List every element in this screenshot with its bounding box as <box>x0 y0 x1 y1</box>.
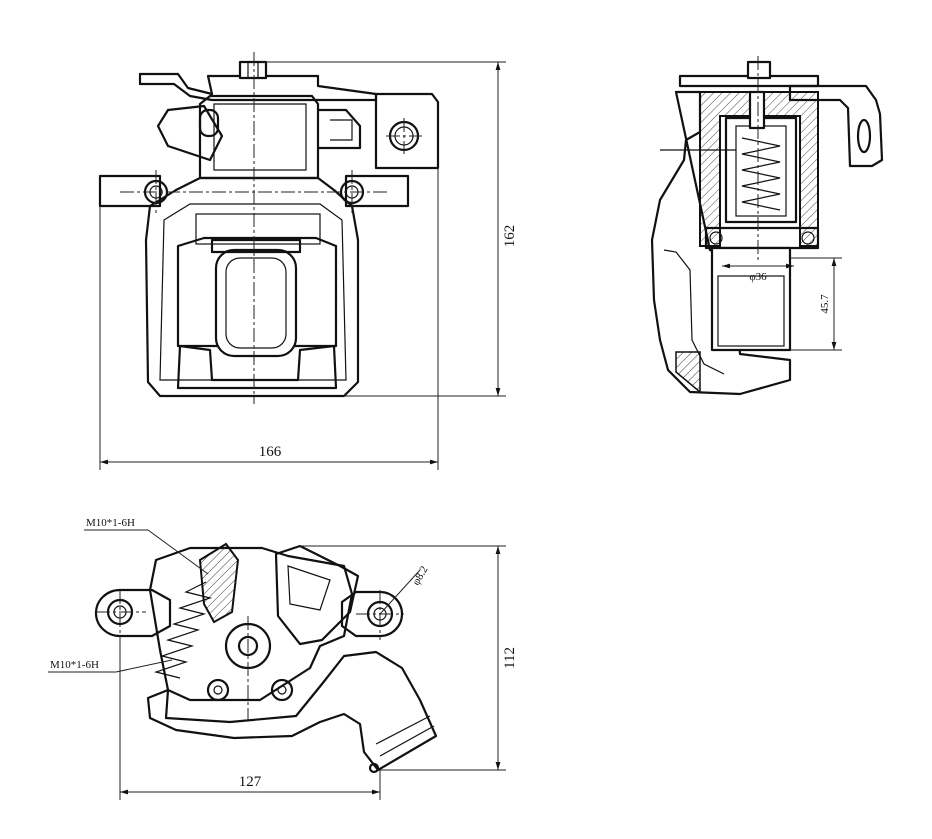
bore-diameter-dimension: φ36 <box>749 271 767 283</box>
thread-callout-lower: M10*1-6H <box>50 659 99 671</box>
side-view: φ36 45.7 <box>650 56 884 396</box>
front-height-dimension: 162 <box>502 225 518 248</box>
thread-spring <box>153 581 213 679</box>
spring-coil <box>741 137 781 211</box>
piston-depth-dimension: 45.7 <box>819 294 831 314</box>
top-width-dimension: 127 <box>239 774 262 790</box>
front-width-dimension: 166 <box>259 444 282 460</box>
top-height-dimension: 112 <box>502 647 518 669</box>
thread-callout-upper: M10*1-6H <box>86 517 135 529</box>
top-view: M10*1-6H M10*1-6H φ8.2 112 127 <box>48 517 518 800</box>
front-view: 162 166 <box>98 52 518 470</box>
hole-diameter-dimension: φ8.2 <box>410 564 430 587</box>
